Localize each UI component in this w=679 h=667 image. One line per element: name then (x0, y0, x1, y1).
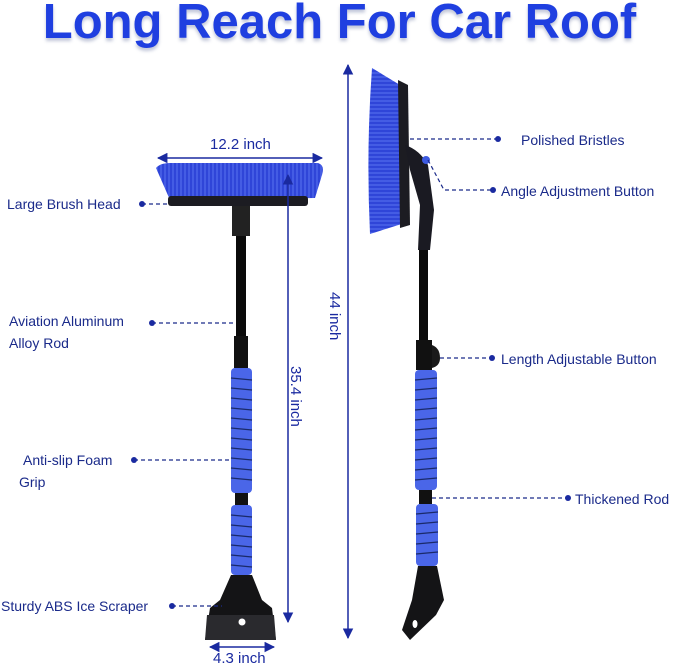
right-snow-brush (368, 68, 444, 640)
label-foam-grip-line1: Anti-slip Foam (23, 452, 113, 468)
foam-grip-upper (230, 368, 253, 493)
foam-grip-right-lower (415, 504, 439, 566)
side-bristles (368, 68, 408, 234)
brush-bristles (156, 163, 323, 200)
brush-width-text: 12.2 inch (210, 136, 271, 153)
label-aviation-rod-line2: Alloy Rod (9, 335, 69, 351)
angle-button (422, 156, 430, 164)
length-button-knob (432, 345, 440, 368)
scraper-width-text: 4.3 inch (213, 650, 266, 667)
page-title: Long Reach For Car Roof (42, 0, 637, 49)
aluminum-rod (236, 236, 246, 336)
label-angle-button: Angle Adjustment Button (501, 183, 655, 199)
left-snow-brush (156, 163, 323, 640)
brush-base (168, 196, 308, 206)
collapsed-length-text: 35.4 inch (287, 366, 304, 427)
leader-dots (131, 136, 571, 609)
side-scraper (402, 566, 444, 640)
extended-length-text: 44 inch (326, 292, 343, 341)
label-thickened-rod: Thickened Rod (575, 491, 670, 507)
foam-grip-right-upper (414, 370, 438, 490)
angle-joint (405, 145, 434, 250)
leader-lines (134, 138, 568, 607)
label-length-button: Length Adjustable Button (501, 351, 657, 367)
label-aviation-rod-line1: Aviation Aluminum (9, 313, 124, 329)
foam-grip-lower (230, 505, 253, 575)
label-polished-bristles: Polished Bristles (521, 132, 625, 148)
label-foam-grip-line2: Grip (19, 474, 46, 490)
label-ice-scraper: Sturdy ABS Ice Scraper (1, 598, 149, 614)
label-large-brush-head: Large Brush Head (7, 196, 121, 212)
